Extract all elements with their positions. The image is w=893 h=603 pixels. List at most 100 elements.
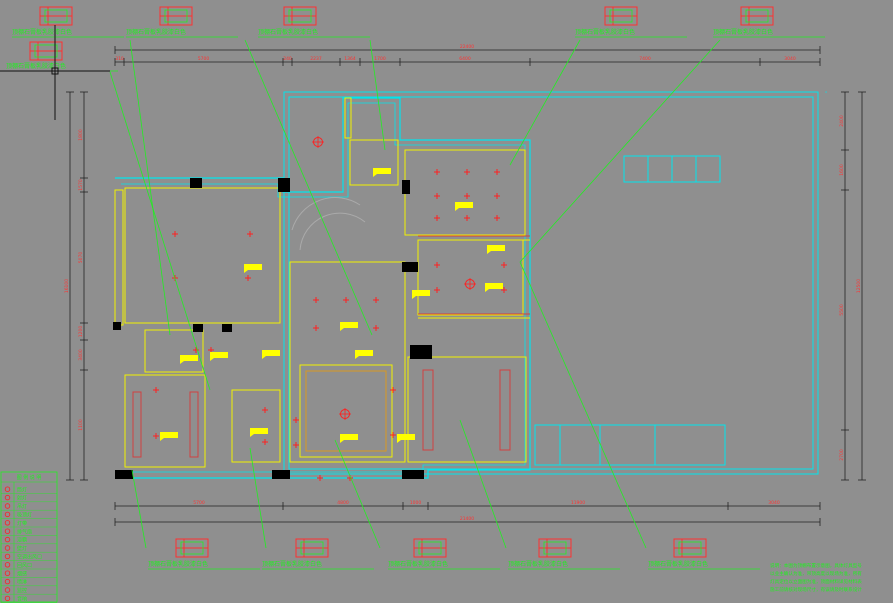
room-master	[407, 356, 527, 463]
dimension-label: 1800	[78, 129, 84, 141]
light-fixtures	[153, 136, 507, 481]
dimension-label: 2700	[839, 449, 845, 461]
camera-icon	[4, 587, 11, 593]
legend-label: 吸顶灯	[17, 512, 32, 519]
dimension-label: 240	[283, 56, 292, 62]
leader-line	[509, 39, 581, 166]
chandelier-icon	[4, 503, 11, 509]
structural-column	[115, 470, 133, 479]
room-dining	[417, 239, 524, 316]
annotation-tag-inner	[180, 541, 204, 555]
dimension-total-top: 22400	[460, 44, 474, 50]
terrace-outline-inner	[288, 96, 814, 470]
dimension-label: 6400	[459, 56, 471, 62]
note-line: 施工前请核对现场尺寸，有误请及时联系设计	[770, 586, 862, 593]
dimension-label: 5070	[78, 252, 84, 264]
leader-line	[129, 39, 171, 336]
room-living-central	[289, 261, 406, 463]
dimension-label: 1700	[374, 56, 386, 62]
staircase-arc	[291, 197, 361, 231]
room-north-east	[404, 149, 526, 236]
dimension-label: 1100	[78, 419, 84, 431]
sprinkler-icon	[4, 578, 11, 585]
downlight-icon	[4, 486, 11, 492]
floor-plan	[113, 91, 827, 479]
wardrobe-strip	[422, 369, 434, 451]
annotation-tag-inner	[288, 9, 312, 23]
structural-column	[113, 322, 121, 330]
ceiling-height-tag	[262, 350, 280, 359]
smoke-detector-icon	[4, 570, 11, 576]
structural-column	[222, 324, 232, 332]
leader-line	[334, 439, 381, 549]
ceiling-height-tag	[397, 434, 415, 443]
legend-label: 回风口	[17, 563, 32, 569]
legend-label: 音响	[17, 596, 27, 603]
ceiling-height-tag	[250, 428, 268, 437]
crosshair-cursor	[51, 67, 59, 75]
annotation-tag-inner	[34, 44, 58, 58]
window-north	[344, 97, 352, 139]
annotation-label: 顶棚石膏板乳胶漆白色	[262, 560, 322, 568]
ceiling-height-tag	[160, 432, 178, 441]
legend-label: 壁灯	[17, 545, 27, 552]
strip-light-icon	[4, 520, 11, 526]
vent-icon	[4, 553, 11, 560]
terrace-outline	[283, 91, 819, 475]
annotation-label: 顶棚石膏板乳胶漆白色	[388, 560, 448, 568]
ceiling-height-tag	[340, 322, 358, 331]
annotation-tag-inner	[543, 541, 567, 555]
ceiling-lamp-icon	[4, 511, 11, 518]
legend-label: 监控	[17, 587, 27, 594]
dimension-label: 5700	[198, 56, 210, 62]
ceiling-height-tag	[485, 283, 503, 292]
dimension-label: 310	[115, 56, 124, 62]
dimension-label: 4800	[337, 500, 349, 506]
ceiling-height-tag	[412, 290, 430, 299]
legend-table: 图 例 说 明筒灯射灯吊灯吸顶灯灯带排气扇浴霸壁灯空调出风口回风口烟感喷淋监控音…	[0, 471, 58, 603]
ceiling-height-tag	[244, 264, 262, 273]
legend-label: 排气扇	[17, 528, 32, 535]
annotation-label: 顶棚石膏板乳胶漆白色	[258, 28, 318, 36]
dimension-label: 7400	[639, 56, 651, 62]
annotation-label: 顶棚石膏板乳胶漆白色	[648, 560, 708, 568]
legend-label: 浴霸	[17, 537, 27, 544]
annotation-tag-inner	[44, 9, 68, 23]
legend-frame	[0, 471, 58, 603]
structural-column	[190, 178, 202, 188]
annotation-label: 顶棚石膏板乳胶漆白色	[508, 560, 568, 568]
legend-label: 吊灯	[17, 503, 27, 510]
leader-line	[519, 39, 721, 263]
annotation-tag-inner	[745, 9, 769, 23]
leader-line	[244, 39, 373, 336]
annotation-tag-inner	[300, 541, 324, 555]
exhaust-fan-icon	[4, 528, 11, 534]
note-line: 以业主确认为准，吊顶高度以现场为准，所有	[770, 570, 862, 577]
ceiling-height-tag	[210, 352, 228, 361]
annotation-label: 顶棚石膏板乳胶漆白色	[713, 28, 773, 36]
spotlight-icon	[4, 494, 11, 501]
legend-label: 喷淋	[17, 579, 27, 586]
structural-column	[402, 470, 424, 479]
dimension-label: 3040	[784, 56, 796, 62]
structural-column	[278, 178, 290, 192]
annotation-tag-inner	[164, 9, 188, 23]
wall-lamp-icon	[4, 545, 11, 551]
dimension-label: 5700	[193, 500, 205, 506]
annotation-tag-inner	[678, 541, 702, 555]
dimension-total-right: 12500	[856, 279, 862, 293]
leader-line	[249, 447, 267, 549]
room-bedroom-west	[124, 374, 206, 468]
ceiling-height-tag	[355, 350, 373, 359]
structural-column	[193, 324, 203, 332]
annotation-label: 顶棚石膏板乳胶漆白色	[12, 28, 72, 36]
dimension-label: 3400	[78, 349, 84, 361]
annotation-tag-inner	[418, 541, 442, 555]
speaker-icon	[4, 595, 11, 602]
annotation-tag-inner	[609, 9, 633, 23]
room-stair-hall	[349, 139, 399, 186]
dimension-total-bottom: 21400	[460, 516, 474, 522]
dimension-label: 1570	[78, 179, 84, 191]
